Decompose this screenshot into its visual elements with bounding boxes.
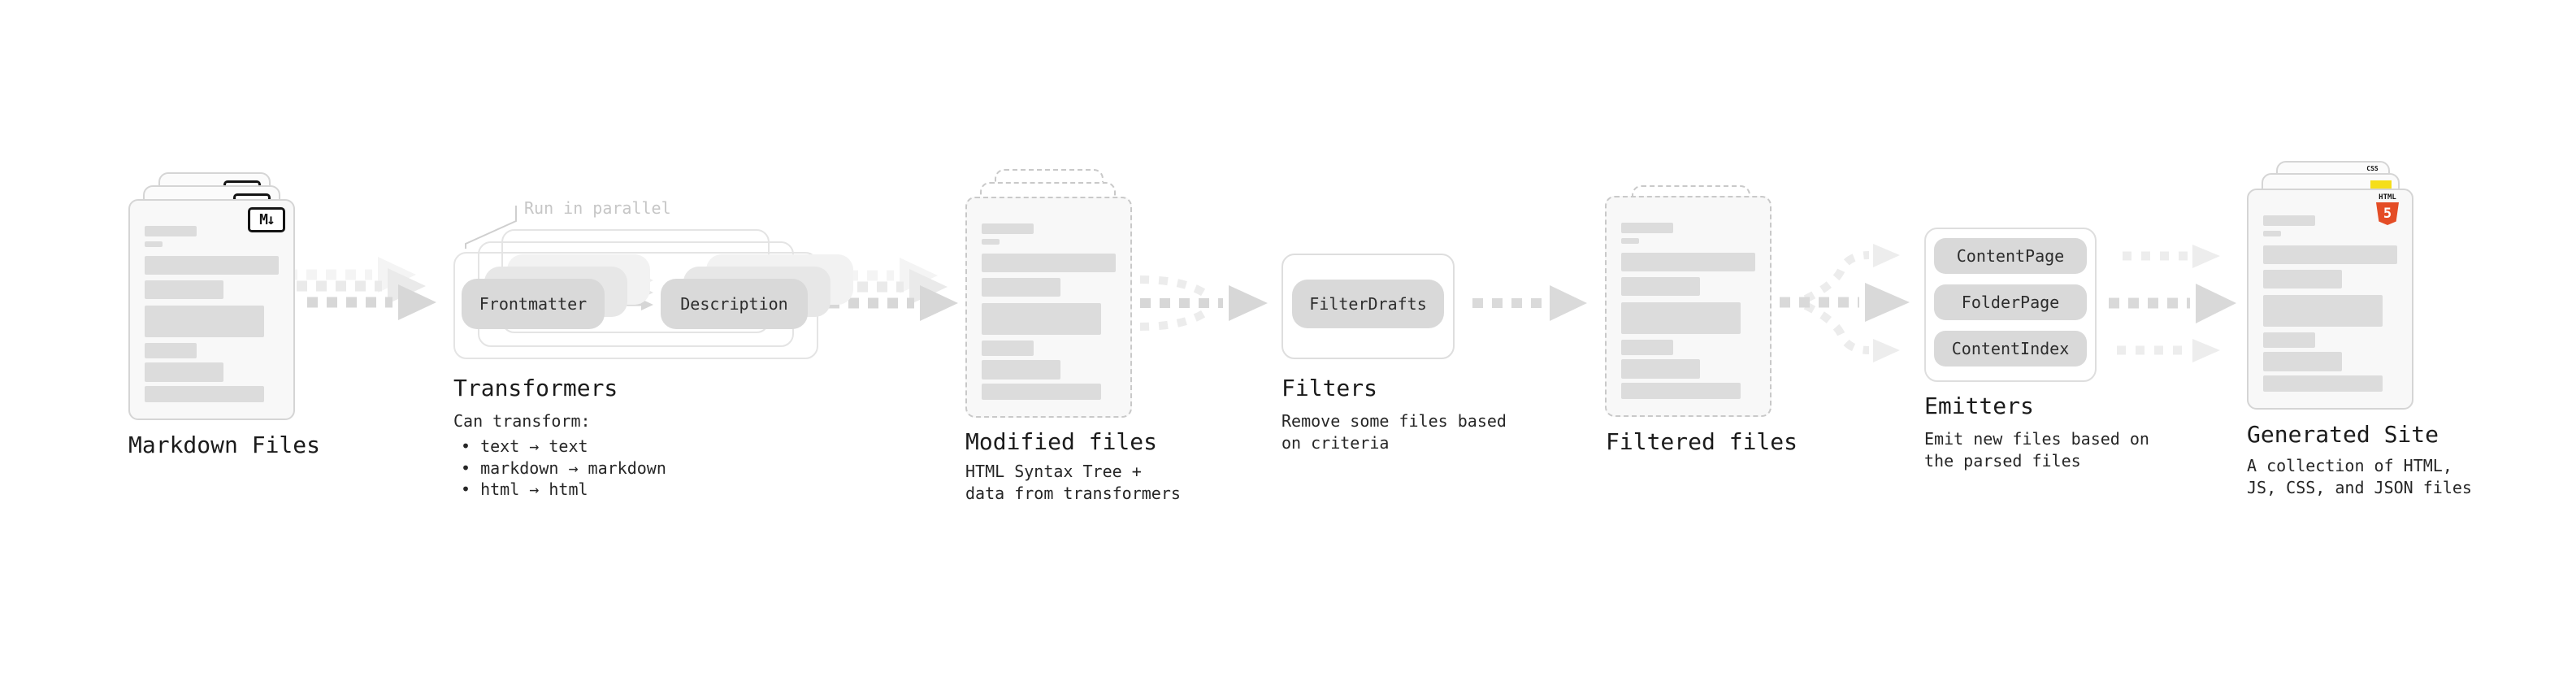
skeleton-bar: [982, 223, 1034, 234]
transformers-bullet-list: • text → text • markdown → markdown • ht…: [461, 436, 666, 501]
file-card: [965, 197, 1132, 418]
desc-line: JS, CSS, and JSON files: [2247, 478, 2472, 497]
skeleton-bar: [1621, 359, 1700, 379]
frontmatter-pill-label: Frontmatter: [479, 294, 588, 314]
skeleton-bar: [1621, 277, 1700, 296]
desc-line: Emit new files based on: [1924, 429, 2149, 449]
html5-icon: HTML 5: [2374, 194, 2401, 227]
skeleton-bar: [2263, 332, 2315, 348]
stage-title-markdown-files: Markdown Files: [128, 432, 321, 458]
file-card: HTML 5: [2247, 189, 2413, 410]
filters-desc: Remove some files based on criteria: [1281, 410, 1507, 454]
skeleton-bar: [1621, 302, 1741, 334]
contentpage-pill-label: ContentPage: [1956, 246, 2065, 266]
bullet-item: • text → text: [461, 436, 588, 456]
bullet-item: • markdown → markdown: [461, 458, 666, 478]
contentindex-pill-label: ContentIndex: [1951, 339, 2070, 358]
desc-line: HTML Syntax Tree +: [965, 462, 1142, 481]
skeleton-bar: [982, 278, 1060, 297]
skeleton-bar: [2263, 270, 2342, 288]
skeleton-bar: [1621, 238, 1639, 244]
stage-title-transformers: Transformers: [453, 375, 618, 401]
contentindex-pill: ContentIndex: [1934, 331, 2087, 367]
markdown-icon: M↓: [248, 207, 285, 232]
desc-line: Remove some files based: [1281, 411, 1507, 431]
generated-site-desc: A collection of HTML, JS, CSS, and JSON …: [2247, 455, 2472, 499]
filterdrafts-pill: FilterDrafts: [1292, 280, 1444, 328]
folderpage-pill-label: FolderPage: [1961, 293, 2060, 312]
contentpage-pill: ContentPage: [1934, 238, 2087, 274]
arrow-filtered-to-emitters: [1780, 244, 1910, 362]
skeleton-bar: [145, 343, 197, 358]
skeleton-bar: [982, 360, 1060, 380]
desc-line: data from transformers: [965, 484, 1181, 503]
skeleton-bar: [1621, 223, 1673, 233]
stage-title-modified-files: Modified files: [965, 428, 1158, 455]
skeleton-bar: [982, 254, 1116, 272]
filterdrafts-pill-label: FilterDrafts: [1309, 294, 1427, 314]
skeleton-bar: [145, 386, 264, 402]
run-in-parallel-annotation: Run in parallel: [524, 198, 671, 218]
skeleton-bar: [1621, 340, 1673, 355]
skeleton-bar: [2263, 215, 2315, 226]
arrow-filters-to-filtered: [1472, 285, 1587, 321]
skeleton-bar: [982, 303, 1101, 335]
skeleton-bar: [2263, 231, 2281, 236]
skeleton-bar: [982, 340, 1034, 356]
skeleton-bar: [1621, 253, 1755, 271]
run-in-parallel-callout-line: [465, 206, 517, 249]
skeleton-bar: [2263, 352, 2342, 371]
stage-title-filtered-files: Filtered files: [1606, 428, 1798, 455]
skeleton-bar: [2263, 295, 2383, 327]
desc-line: the parsed files: [1924, 451, 2081, 471]
bullet-item: • html → html: [461, 479, 588, 499]
file-card: [1605, 196, 1772, 417]
stage-title-emitters: Emitters: [1924, 393, 2034, 419]
transformers-desc-intro: Can transform:: [453, 411, 591, 431]
description-pill: Description: [661, 279, 808, 329]
skeleton-bar: [1621, 383, 1741, 399]
skeleton-bar: [2263, 375, 2383, 392]
skeleton-bar: [145, 280, 223, 299]
skeleton-bar: [982, 239, 1000, 245]
skeleton-bar: [2263, 245, 2397, 264]
skeleton-bar: [145, 241, 163, 247]
arrow-emitters-to-generated: [2109, 245, 2236, 362]
arrow-modified-to-filters: [1139, 275, 1268, 331]
skeleton-bar: [145, 362, 223, 382]
skeleton-bar: [145, 256, 279, 275]
stage-title-filters: Filters: [1281, 375, 1378, 401]
stage-title-generated-site: Generated Site: [2247, 421, 2439, 448]
file-card: M↓: [128, 199, 295, 420]
frontmatter-pill: Frontmatter: [462, 279, 605, 329]
skeleton-bar: [145, 226, 197, 236]
emitters-desc: Emit new files based on the parsed files: [1924, 428, 2149, 472]
description-pill-label: Description: [680, 294, 788, 314]
desc-line: A collection of HTML,: [2247, 456, 2452, 475]
folderpage-pill: FolderPage: [1934, 284, 2087, 320]
desc-line: on criteria: [1281, 433, 1390, 453]
skeleton-bar: [982, 384, 1101, 400]
arrow-markdown-to-transformers: [287, 257, 436, 320]
modified-files-desc: HTML Syntax Tree + data from transformer…: [965, 461, 1181, 505]
skeleton-bar: [145, 306, 264, 337]
